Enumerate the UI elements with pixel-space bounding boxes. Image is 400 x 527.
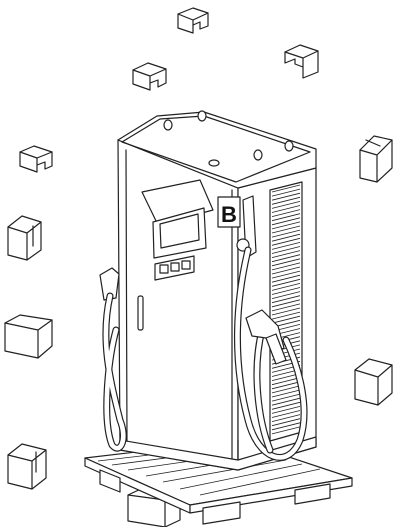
vent-louver	[271, 233, 301, 242]
vent-louver	[271, 397, 301, 406]
packing-corner-block-icon	[132, 62, 167, 91]
packing-corner-block-icon	[4, 314, 53, 359]
packing-corner-block-icon	[284, 44, 319, 79]
control-button	[181, 260, 191, 270]
vent-louver	[271, 303, 301, 312]
vent-louver	[271, 274, 301, 283]
vent-louver	[271, 385, 301, 394]
charging-cable-icon	[102, 246, 308, 461]
vent-louver	[271, 291, 301, 299]
vent-louver	[271, 217, 301, 226]
packing-corner-block-icon	[359, 135, 393, 183]
vent-louver	[271, 299, 301, 308]
vent-louver	[271, 250, 301, 258]
unit-label: B	[221, 202, 237, 227]
vent-louver	[271, 418, 301, 427]
packing-corner-block-icon	[19, 145, 53, 173]
vent-louver	[271, 414, 301, 422]
vent-louver	[271, 278, 301, 287]
vent-louver	[271, 221, 301, 230]
vent-louver	[271, 237, 301, 246]
vent-louver	[271, 389, 301, 398]
vent-louver	[271, 262, 301, 271]
vent-louver	[271, 315, 301, 324]
vent-louver	[271, 266, 301, 275]
vent-louver	[271, 246, 301, 254]
unit-label-plate	[217, 196, 241, 228]
packing-corner-block-icon	[7, 215, 42, 261]
ev-charging-station-icon: B	[99, 110, 317, 471]
control-button	[170, 262, 180, 272]
vent-louver	[271, 270, 301, 279]
vent-louver	[271, 311, 301, 320]
packing-corner-block-icon	[7, 443, 47, 490]
vent-louver	[271, 422, 301, 431]
vent-louver	[271, 258, 301, 267]
charging-gun-icon	[245, 309, 287, 365]
vent-louver	[271, 229, 301, 238]
vent-louver	[271, 201, 301, 209]
vent-louver	[271, 184, 301, 193]
control-button	[159, 264, 169, 274]
vent-louver	[271, 393, 301, 402]
vent-louver	[271, 287, 301, 295]
vent-louver	[271, 196, 301, 205]
vent-louver	[271, 401, 301, 410]
vent-louver	[271, 406, 301, 414]
packing-corner-block-icon	[354, 358, 393, 406]
lifting-eye-icon	[163, 110, 294, 167]
vent-louver	[271, 205, 301, 213]
vent-louver	[271, 283, 301, 291]
left-connector-holster	[99, 267, 120, 301]
display-screen	[152, 207, 207, 259]
vent-louver	[271, 377, 301, 386]
vent-louver	[271, 295, 301, 304]
vent-louver	[271, 225, 301, 234]
packing-corner-block-icon	[177, 7, 209, 34]
vent-louver	[271, 254, 301, 263]
vent-louver	[271, 242, 301, 250]
vent-louver	[271, 209, 301, 217]
vent-louver	[271, 426, 301, 435]
vent-louver	[271, 192, 301, 201]
vent-louver	[271, 307, 301, 316]
vent-louver	[271, 410, 301, 418]
vent-louver	[271, 213, 301, 222]
vent-louver	[271, 188, 301, 197]
door-handle	[137, 295, 144, 331]
vent-louver	[271, 381, 301, 390]
